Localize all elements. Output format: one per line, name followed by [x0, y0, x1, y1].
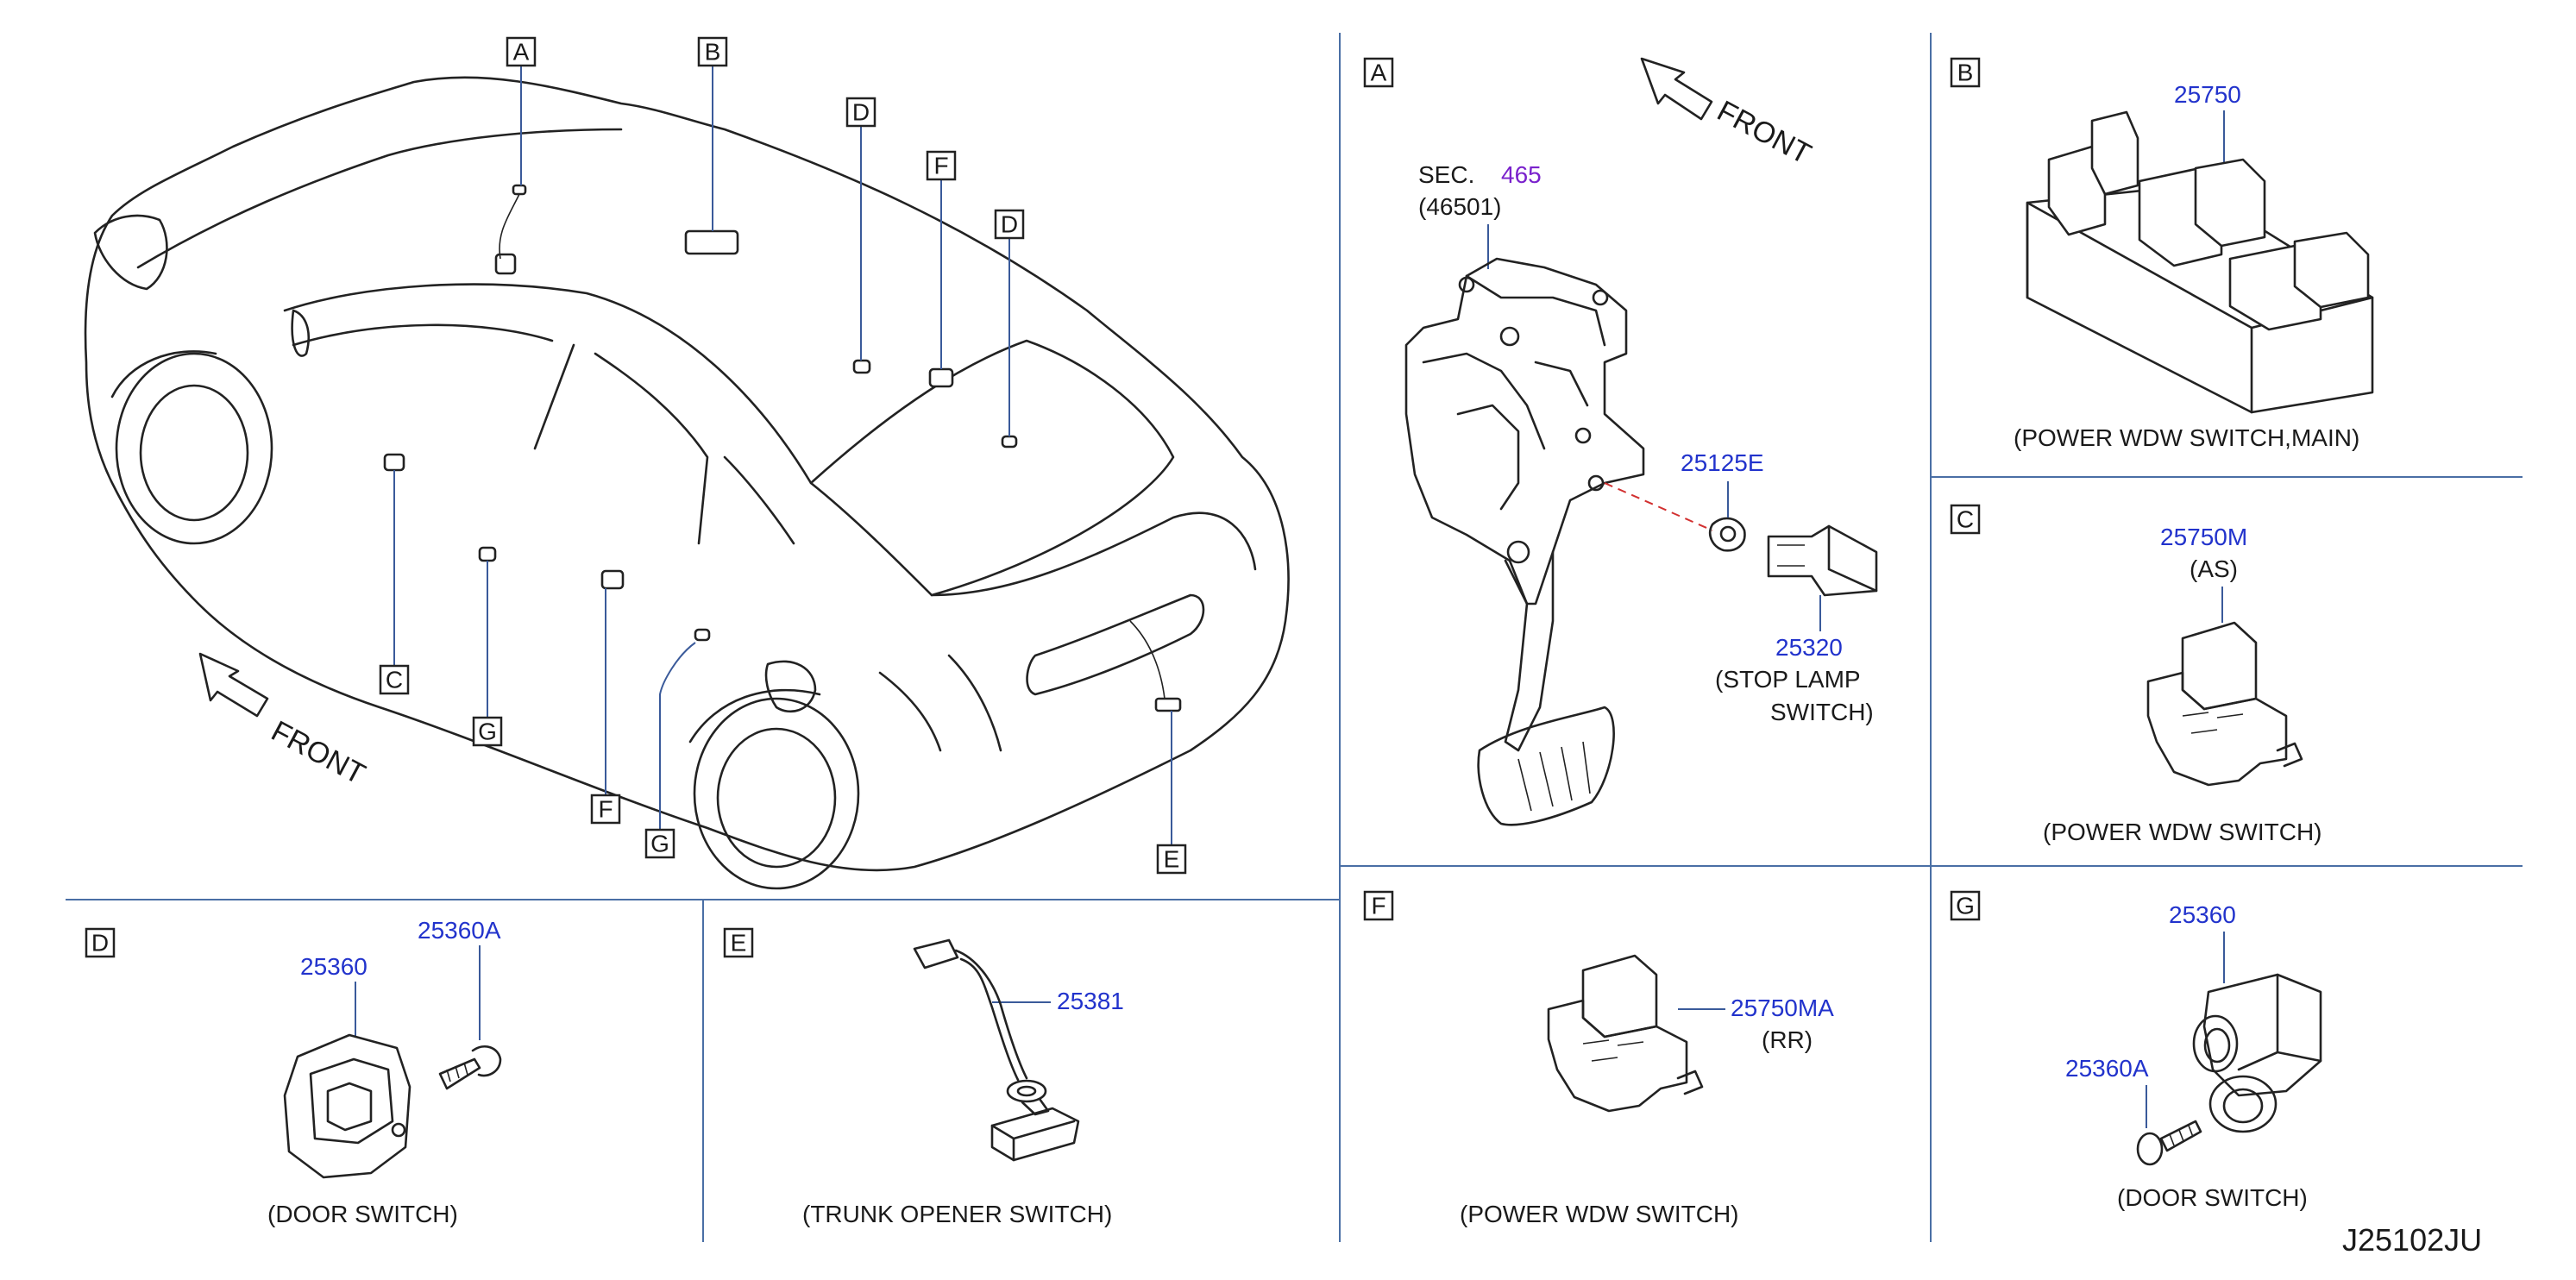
panel-b-caption: (POWER WDW SWITCH,MAIN)	[2014, 424, 2359, 451]
diagram-reference-code: J25102JU	[2342, 1222, 2482, 1258]
panel-dividers	[66, 33, 2523, 1242]
panel-f-part: 25750MA	[1731, 995, 1834, 1021]
overview-callout-f: F	[926, 150, 957, 181]
panel-c-power-wdw-switch-as: C 25750M (AS) (POWER WDW SWITCH)	[1950, 504, 2322, 845]
panel-d-door-switch: D 25360 25360A (DOOR SWITCH)	[85, 917, 502, 1227]
overview-callout-d: D	[845, 97, 876, 128]
panel-a-letter: A	[1363, 57, 1394, 88]
overview-callout-g: G	[472, 716, 503, 747]
panel-c-caption: (POWER WDW SWITCH)	[2043, 819, 2322, 845]
panel-b-power-wdw-switch-main: B 25750 (POWER WDW SWITCH,MAIN)	[1950, 57, 2374, 451]
panel-a-sec-label: SEC.	[1418, 161, 1474, 188]
panel-a-caption-line2: SWITCH)	[1770, 699, 1874, 725]
panel-a-caption-line1: (STOP LAMP	[1715, 666, 1861, 693]
svg-text:A: A	[1371, 60, 1387, 86]
svg-text:C: C	[1957, 506, 1974, 533]
vehicle-overview: FRONT A B D F D C G F G E	[84, 36, 1290, 890]
svg-text:D: D	[1001, 211, 1018, 238]
svg-text:F: F	[1371, 893, 1385, 919]
panel-d-caption: (DOOR SWITCH)	[267, 1201, 458, 1227]
panel-e-caption: (TRUNK OPENER SWITCH)	[802, 1201, 1112, 1227]
panel-a-front-label: FRONT	[1712, 95, 1816, 172]
svg-text:A: A	[513, 39, 530, 66]
panel-f-power-wdw-switch-rr: F 25750MA (RR) (POWER WDW SWITCH)	[1363, 890, 1834, 1227]
panel-c-variant: (AS)	[2190, 555, 2238, 582]
svg-text:C: C	[386, 667, 403, 693]
panel-e-letter: E	[723, 927, 754, 958]
panel-d-part-screw: 25360A	[418, 917, 501, 944]
svg-text:G: G	[650, 831, 669, 857]
panel-b-letter: B	[1950, 57, 1981, 88]
overview-callout-a: A	[506, 36, 537, 67]
panel-d-part-switch: 25360	[300, 953, 368, 980]
panel-f-letter: F	[1363, 890, 1394, 921]
panel-f-variant: (RR)	[1762, 1026, 1813, 1053]
panel-g-part-switch: 25360	[2169, 901, 2236, 928]
panel-a-sec-sub: (46501)	[1418, 193, 1502, 220]
panel-g-caption: (DOOR SWITCH)	[2117, 1184, 2308, 1211]
panel-e-part: 25381	[1057, 988, 1124, 1014]
overview-callout-g2: G	[644, 828, 675, 859]
panel-g-letter: G	[1950, 890, 1981, 921]
overview-callout-e: E	[1156, 844, 1187, 875]
front-arrow-icon	[1640, 57, 1713, 121]
svg-text:E: E	[731, 930, 747, 957]
overview-callout-d2: D	[994, 209, 1025, 240]
overview-callout-f2: F	[590, 794, 621, 825]
panel-c-part: 25750M	[2160, 524, 2247, 550]
panel-a-part-stop-lamp: 25320	[1775, 634, 1843, 661]
svg-text:B: B	[1957, 60, 1974, 86]
panel-b-part: 25750	[2174, 81, 2241, 108]
front-arrow-icon	[198, 652, 269, 718]
panel-a-part-stopper: 25125E	[1681, 449, 1764, 476]
svg-text:F: F	[598, 796, 613, 823]
panel-f-caption: (POWER WDW SWITCH)	[1460, 1201, 1739, 1227]
svg-text:D: D	[91, 930, 109, 957]
svg-text:F: F	[933, 153, 948, 179]
svg-text:G: G	[1956, 893, 1975, 919]
svg-text:E: E	[1164, 846, 1180, 873]
overview-callout-c: C	[379, 664, 410, 695]
panel-g-door-switch: G 25360 25360A (DOOR SWITCH)	[1950, 890, 2322, 1211]
overview-front-label: FRONT	[266, 715, 370, 792]
svg-text:G: G	[478, 718, 497, 745]
panel-d-letter: D	[85, 927, 116, 958]
panel-c-letter: C	[1950, 504, 1981, 535]
panel-a-stop-lamp-switch: A FRONT SEC. 465 (46501) 25125E	[1363, 57, 1878, 826]
svg-text:B: B	[705, 39, 721, 66]
overview-callout-b: B	[697, 36, 728, 67]
panel-a-sec-number: 465	[1501, 161, 1542, 188]
svg-text:D: D	[852, 99, 870, 126]
panel-e-trunk-opener-switch: E 25381 (TRUNK OPENER SWITCH)	[723, 927, 1124, 1227]
panel-g-part-screw: 25360A	[2065, 1055, 2149, 1082]
